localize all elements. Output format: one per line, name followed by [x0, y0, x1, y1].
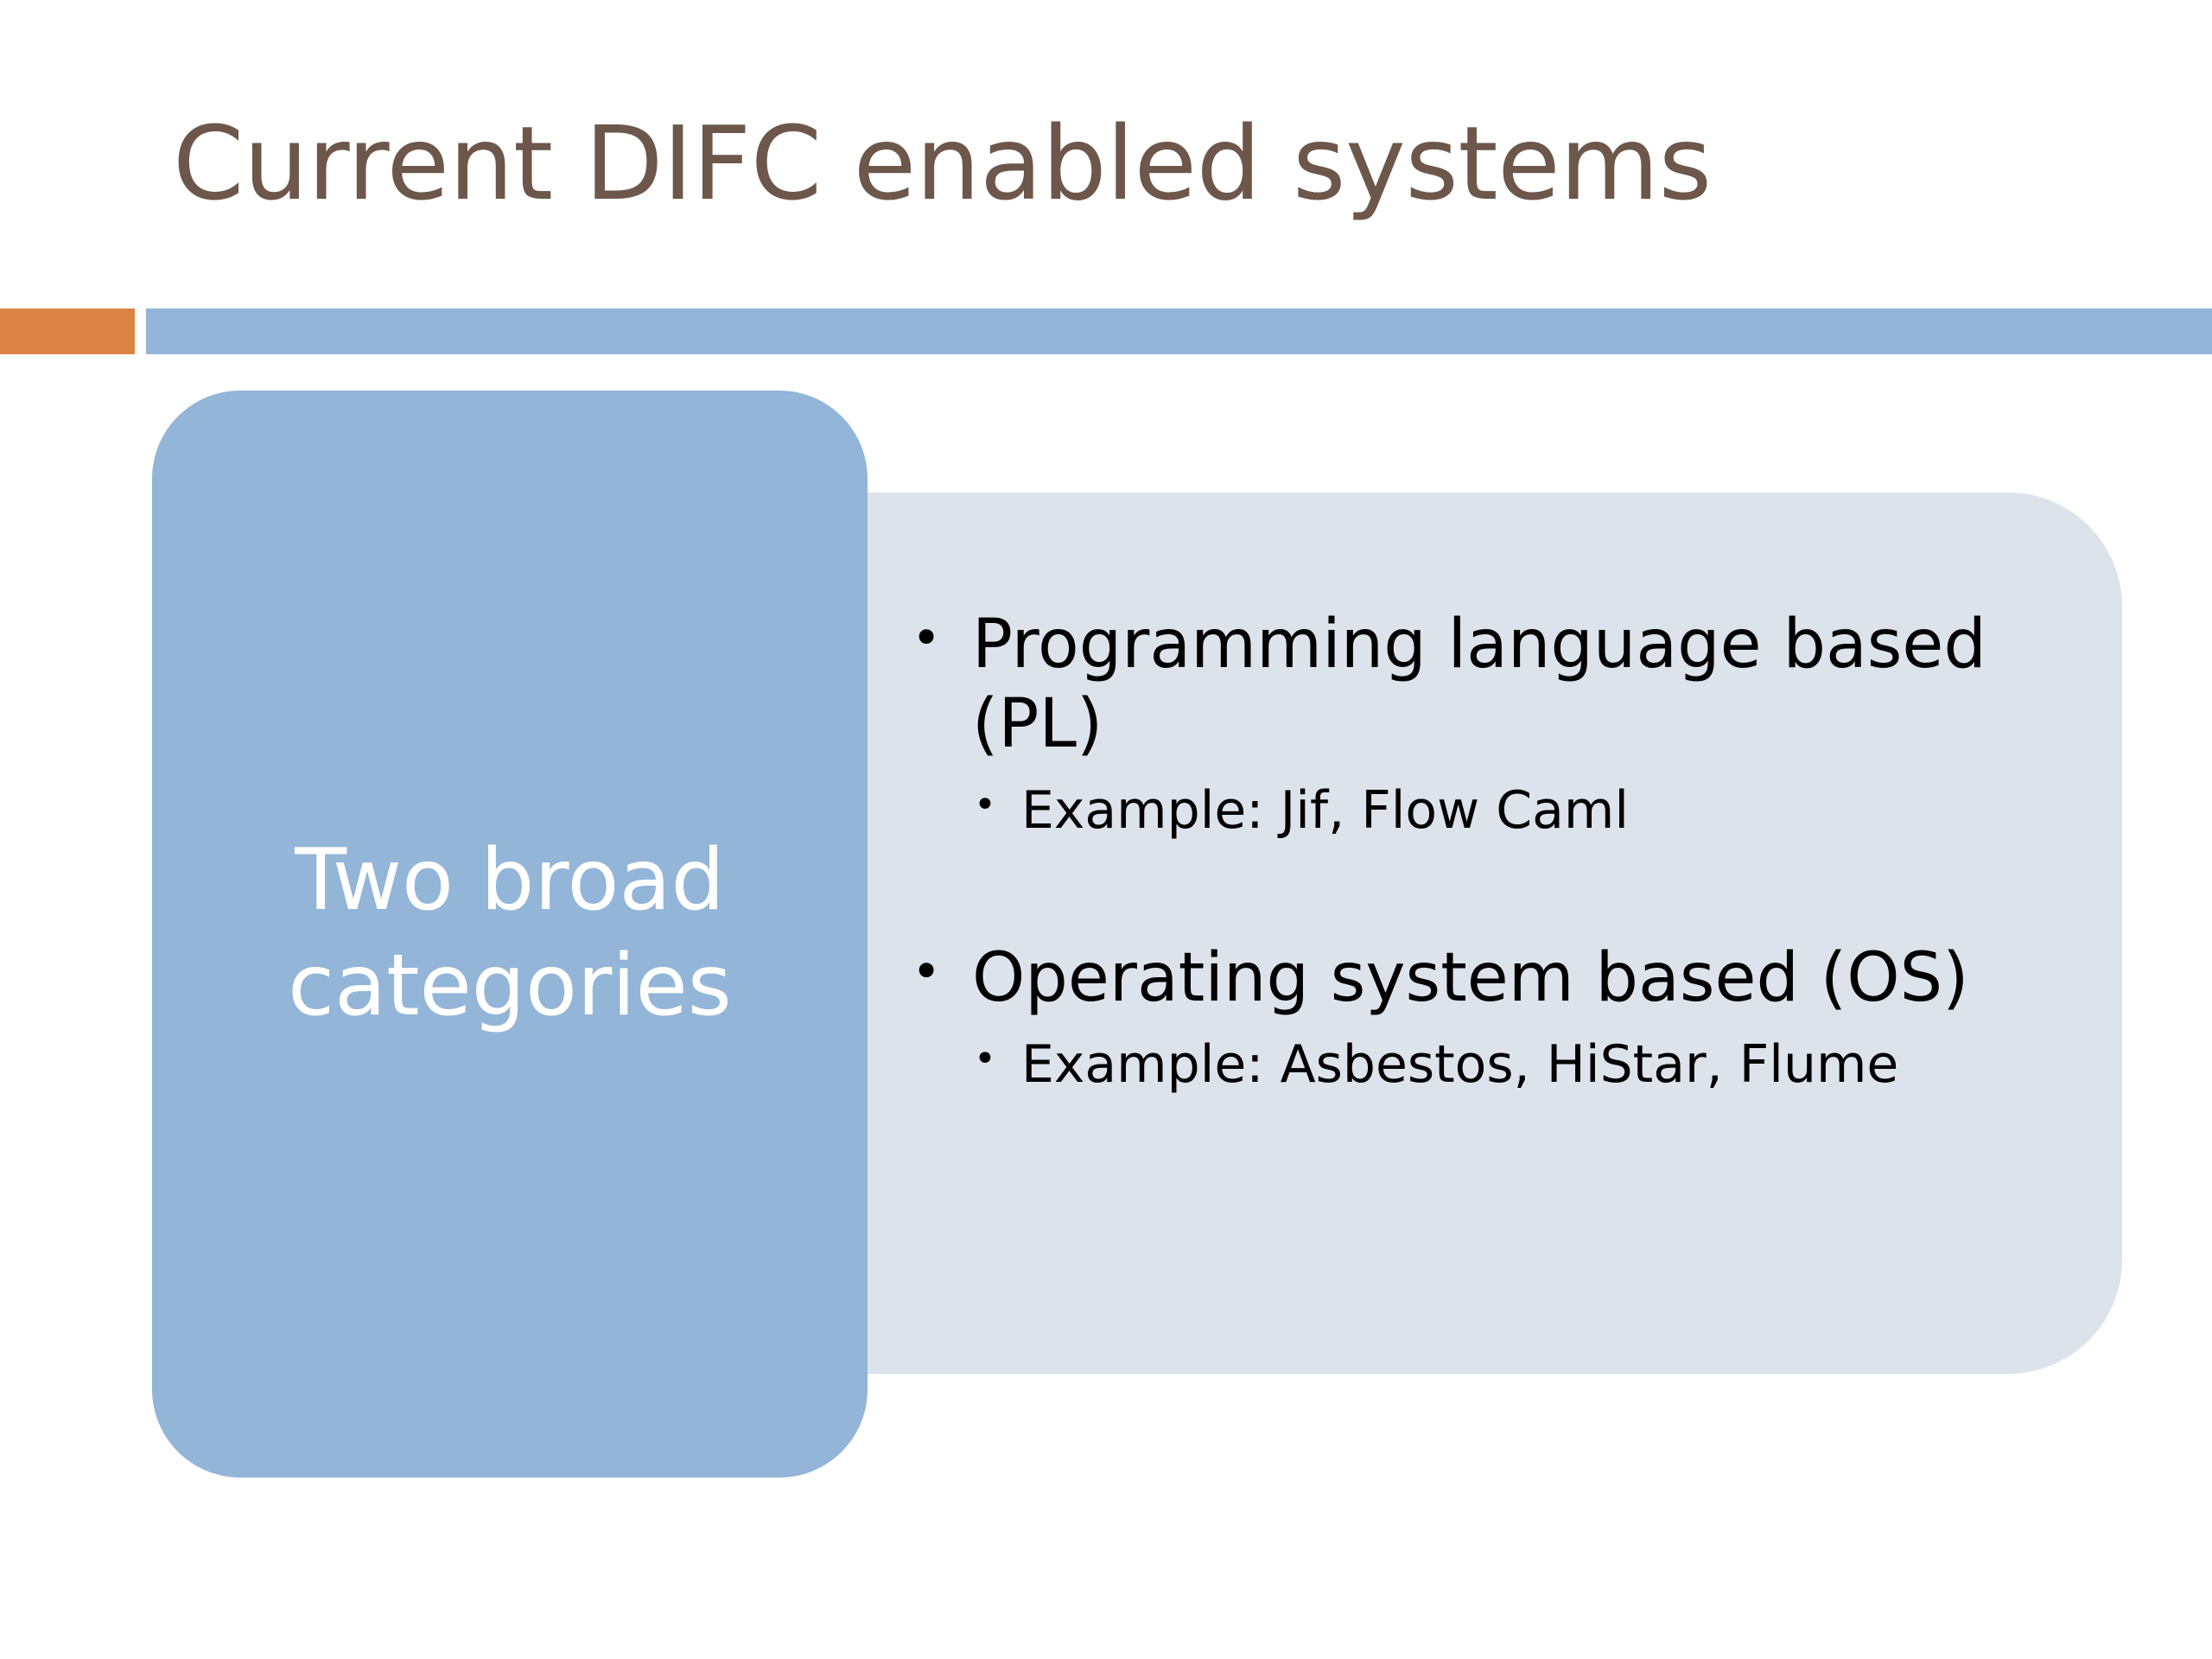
bullet-group-spacer: [912, 842, 2121, 938]
bullet-item-level2: • Example: Asbestos, HiStar, Flume: [974, 1033, 2121, 1096]
bullet-dot-icon: •: [912, 942, 942, 1001]
bullet-item-level1: • Operating system based (OS): [912, 938, 2121, 1018]
sub-bullet-text: Example: Jif, Flow Caml: [1021, 780, 1630, 842]
slide-title: Current DIFC enabled systems: [173, 104, 1712, 223]
bullet-item-level2: • Example: Jif, Flow Caml: [974, 779, 2121, 842]
bullet-list: • Programming language based (PL) • Exam…: [912, 605, 2121, 1096]
bullet-text: Programming language based (PL): [972, 606, 1986, 764]
bullet-item-level1: • Programming language based (PL): [912, 605, 2121, 764]
accent-bar-orange: [0, 308, 135, 354]
category-label-card: Two broad categories: [152, 391, 868, 1478]
sub-bullet-dot-icon: •: [974, 1037, 996, 1082]
sub-bullet-dot-icon: •: [974, 783, 996, 828]
category-label-text: Two broad categories: [288, 831, 732, 1035]
sub-bullet-text: Example: Asbestos, HiStar, Flume: [1021, 1034, 1899, 1096]
bullet-text: Operating system based (OS): [972, 939, 1969, 1018]
content-panel: [858, 493, 2122, 1374]
accent-bar-blue: [146, 308, 2212, 354]
bullet-dot-icon: •: [912, 608, 942, 667]
